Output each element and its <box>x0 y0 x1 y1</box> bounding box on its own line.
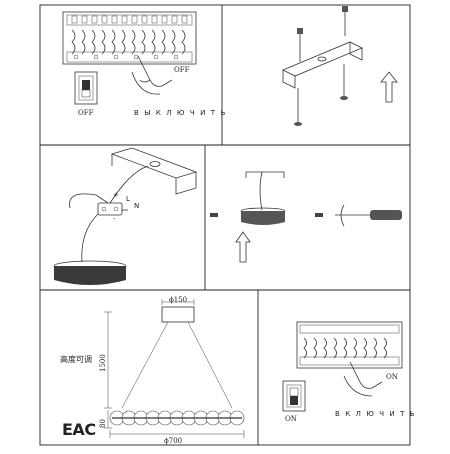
mounting-bracket-icon <box>282 41 363 89</box>
lamp-ring-icon <box>53 260 127 285</box>
minus-sign: - <box>113 215 116 223</box>
adjust-label: 高度可调 <box>60 355 92 364</box>
ceiling-bracket-icon <box>110 147 198 195</box>
ring-height-label: 80 <box>99 419 107 428</box>
panel-3-wiring <box>53 147 198 285</box>
wall-switch-on-icon <box>282 380 306 412</box>
hand-pointer-icon <box>343 361 383 397</box>
side-screw-icon <box>210 213 323 217</box>
screw-icon <box>294 6 348 126</box>
diameter-top-label: ϕ150 <box>169 296 188 304</box>
terminal-block-icon <box>97 202 123 216</box>
wire-label-l: L <box>126 195 130 203</box>
instruction-label: В К Л Ю Ч И Т Ь <box>335 410 417 418</box>
switch-state-label: OFF <box>174 66 190 74</box>
wall-switch-off-icon <box>74 71 98 105</box>
breaker-panel-icon <box>62 11 197 65</box>
panel-5-dimensions <box>104 299 245 438</box>
diameter-ring-label: ϕ700 <box>164 437 183 445</box>
panel-1-breaker-off <box>62 11 197 105</box>
dimension-lines <box>104 311 245 438</box>
arrow-up-icon <box>380 71 398 103</box>
ring-balls-icon <box>109 410 245 426</box>
wire-label-n: N <box>134 202 140 210</box>
breaker-state-label: OFF <box>78 109 94 117</box>
instruction-label: В Ы К Л Ю Ч И Т Ь <box>134 109 227 117</box>
breaker-state-label: ON <box>285 415 297 423</box>
canopy-icon <box>161 299 195 323</box>
suspension-cables <box>121 321 233 409</box>
breaker-panel-icon <box>296 321 403 369</box>
certification-mark: EAC <box>62 420 96 439</box>
arrow-up-icon <box>235 231 251 263</box>
panel-6-breaker-on <box>282 321 403 412</box>
panel-4-lamp-mount <box>210 171 402 263</box>
screwdriver-icon <box>335 204 402 227</box>
lamp-body-icon <box>240 207 286 225</box>
switch-state-label: ON <box>386 373 398 381</box>
wire-lines <box>69 165 149 263</box>
panel-grid-lines <box>39 4 411 446</box>
panel-2-mounting-bracket <box>282 6 398 126</box>
hand-pointer-icon <box>131 55 173 95</box>
canopy-plate-icon <box>245 171 285 211</box>
height-label: 1500 <box>99 354 107 372</box>
plus-sign: + <box>113 191 119 199</box>
